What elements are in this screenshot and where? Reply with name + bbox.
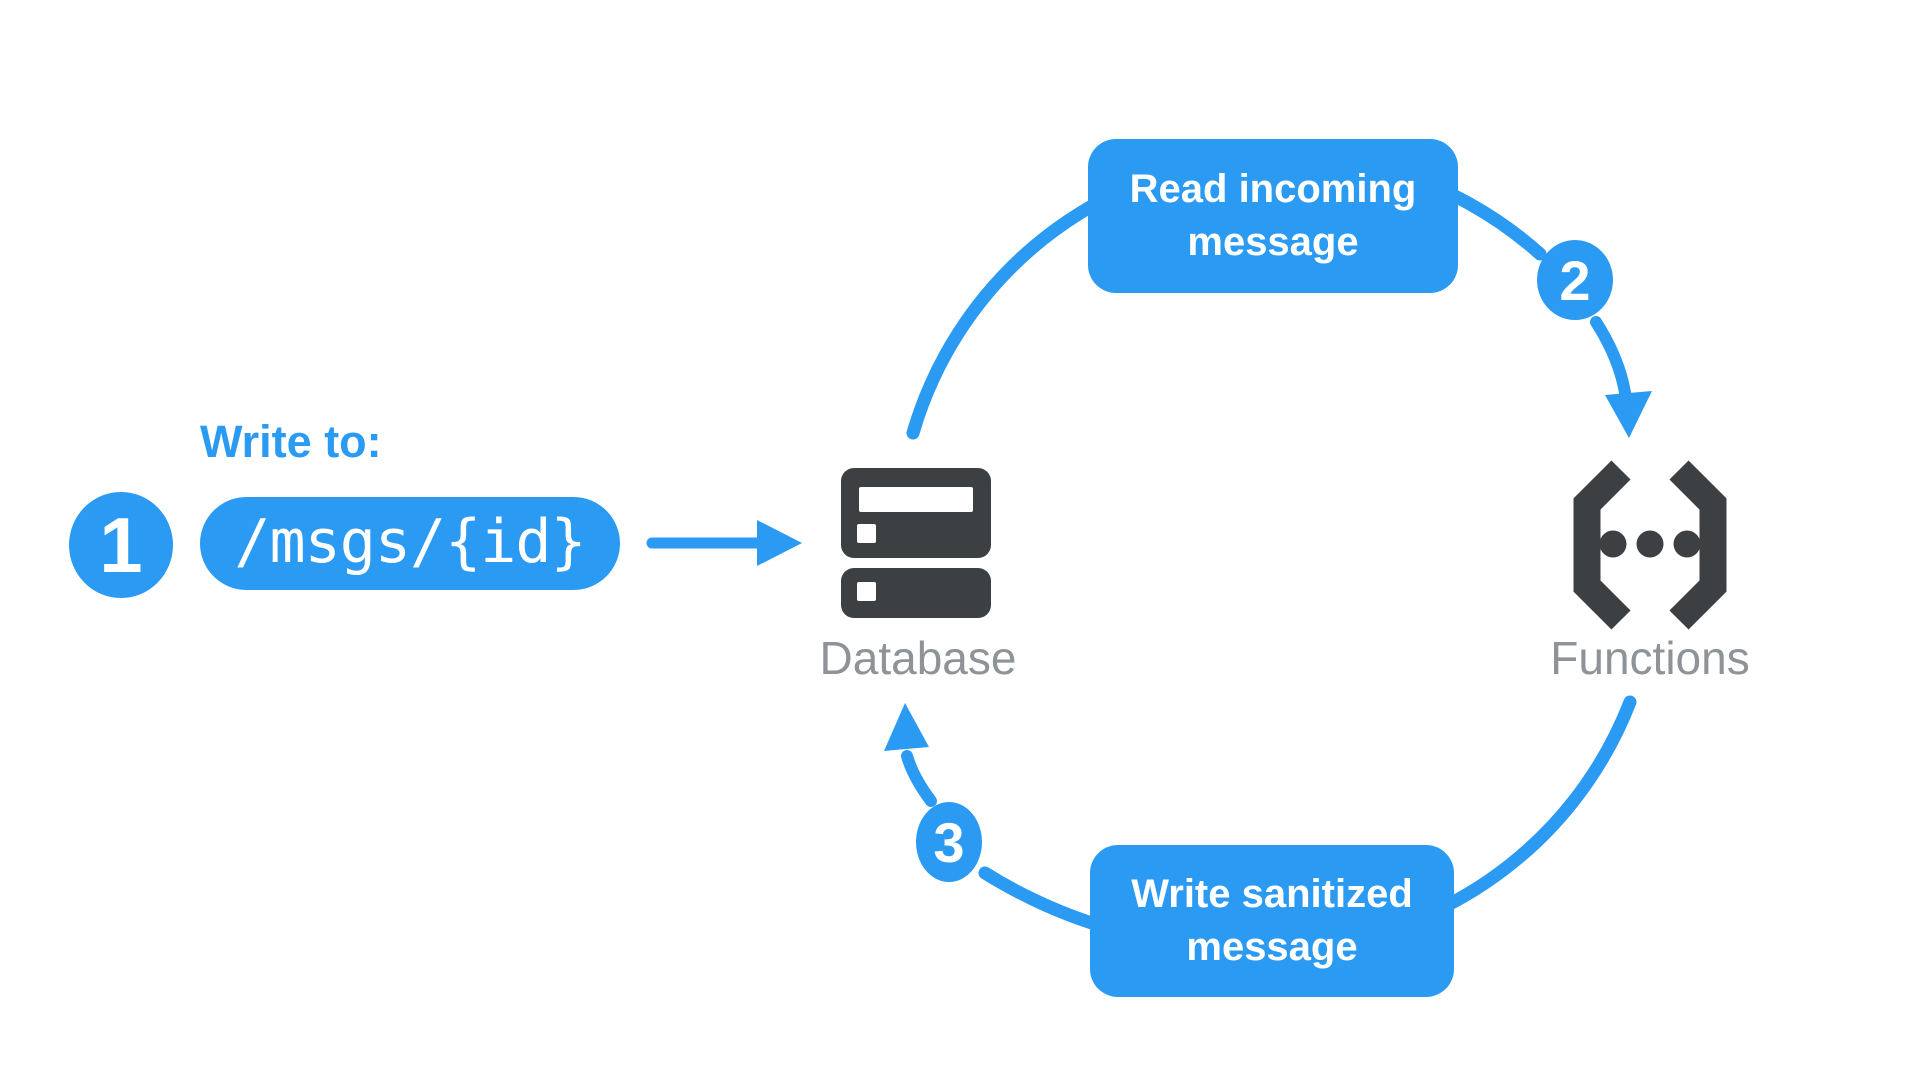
step-badge-3: 3 (916, 802, 982, 882)
step-badge-1: 1 (69, 492, 173, 598)
database-path-pill: /msgs/{id} (200, 497, 620, 590)
functions-icon (1560, 460, 1740, 630)
functions-label: Functions (1550, 632, 1750, 684)
arrow-shaft-to-functions (1590, 316, 1632, 405)
read-box-line1: Read incoming (1129, 167, 1417, 211)
read-message-box: Read incoming message (1088, 139, 1458, 293)
database-server-stack-icon (841, 468, 991, 618)
write-box-line2: message (1186, 925, 1358, 969)
database-path-text: /msgs/{id} (234, 506, 586, 577)
database-label: Database (819, 632, 1017, 684)
write-message-box: Write sanitized message (1090, 845, 1454, 997)
write-to-label: Write to: (200, 416, 382, 467)
write-box-line1: Write sanitized (1131, 872, 1413, 916)
write-arrowhead-icon (757, 520, 802, 566)
arrowhead-to-database-icon (884, 703, 929, 751)
arrowhead-to-functions-icon (1605, 391, 1652, 438)
arrow-shaft-to-database (901, 750, 937, 807)
read-box-line2: message (1187, 220, 1359, 264)
code-brackets-dots-icon (1573, 460, 1727, 630)
step-badge-2: 2 (1537, 240, 1613, 320)
database-icon (841, 468, 991, 618)
